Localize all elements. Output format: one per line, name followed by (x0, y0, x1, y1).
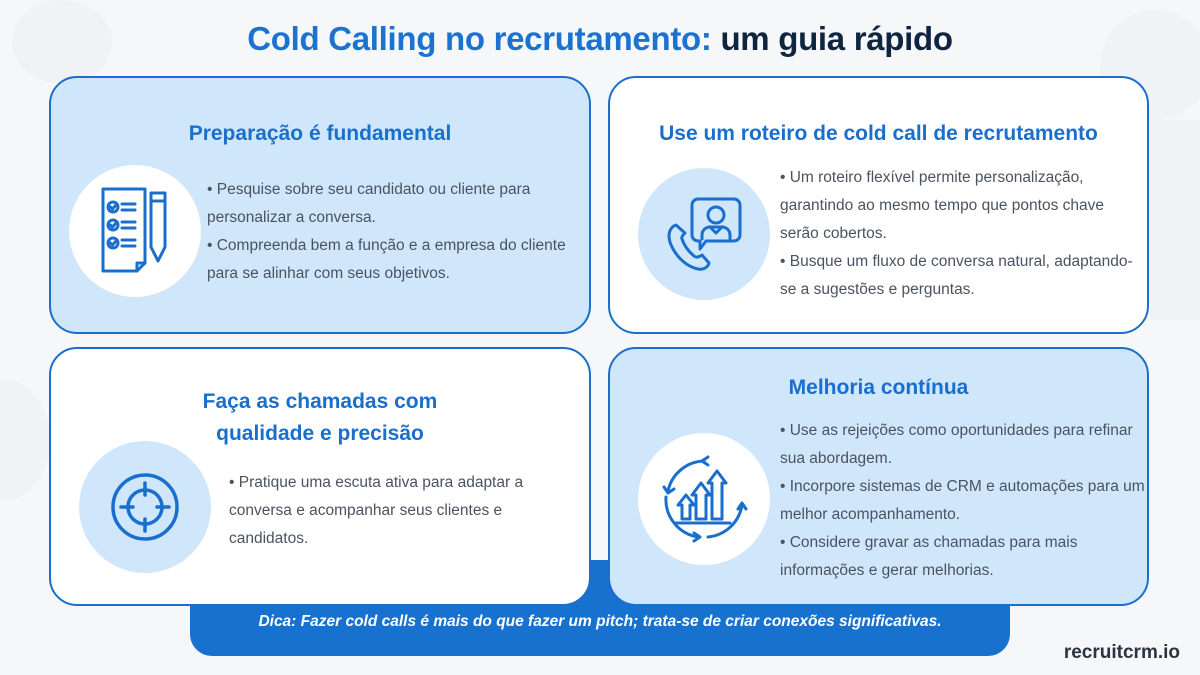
card-title: Use um roteiro de cold call de recrutame… (659, 122, 1098, 145)
icon-circle (69, 165, 201, 297)
icon-circle (79, 441, 211, 573)
card-quality: Faça as chamadas com qualidade e precisã… (49, 347, 591, 606)
checklist-pen-icon (101, 187, 167, 273)
bg-decor-circle (0, 380, 50, 500)
bullet-text: • Pratique uma escuta ativa para adaptar… (229, 474, 524, 547)
bullet-text: • Busque um fluxo de conversa natural, a… (780, 253, 1133, 298)
growth-cycle-icon (662, 455, 748, 543)
title-accent: Cold Calling no recrutamento: (247, 20, 712, 57)
card-body: • Use as rejeições como oportunidades pa… (780, 417, 1147, 585)
card-body: • Um roteiro flexível permite personaliz… (780, 164, 1140, 304)
bullet-text: • Use as rejeições como oportunidades pa… (780, 422, 1133, 467)
card-title-line: qualidade e precisão (216, 422, 424, 445)
brand-logo: recruitcrm.io (1063, 642, 1180, 663)
card-title-line: Faça as chamadas com (202, 390, 438, 413)
icon-circle (638, 433, 770, 565)
card-body: • Pesquise sobre seu candidato ou client… (207, 176, 577, 288)
tip-text: Dica: Fazer cold calls é mais do que faz… (258, 613, 942, 630)
title-rest: um guia rápido (720, 20, 953, 57)
icon-circle (638, 168, 770, 300)
bullet-text: • Incorpore sistemas de CRM e automações… (780, 478, 1145, 523)
bullet-text: • Compreenda bem a função e a empresa do… (207, 237, 566, 282)
card-preparation: Preparação é fundamental • Pesquise sobr… (49, 76, 591, 334)
card-body: • Pratique uma escuta ativa para adaptar… (229, 469, 529, 553)
card-title: Melhoria contínua (788, 376, 969, 399)
bg-decor-circle (12, 0, 112, 84)
target-crosshair-icon (111, 473, 179, 541)
card-improvement: Melhoria contínua • Use as rejeições com… (608, 347, 1149, 606)
card-title: Preparação é fundamental (188, 122, 452, 145)
bullet-text: • Considere gravar as chamadas para mais… (780, 534, 1078, 579)
bullet-text: • Um roteiro flexível permite personaliz… (780, 169, 1104, 242)
page-title: Cold Calling no recrutamento: um guia rá… (0, 20, 1200, 58)
bullet-text: • Pesquise sobre seu candidato ou client… (207, 181, 531, 226)
phone-chat-user-icon (667, 197, 742, 271)
card-title: Faça as chamadas com qualidade e precisã… (51, 386, 589, 450)
card-script: Use um roteiro de cold call de recrutame… (608, 76, 1149, 334)
bg-decor-block (1150, 120, 1200, 320)
